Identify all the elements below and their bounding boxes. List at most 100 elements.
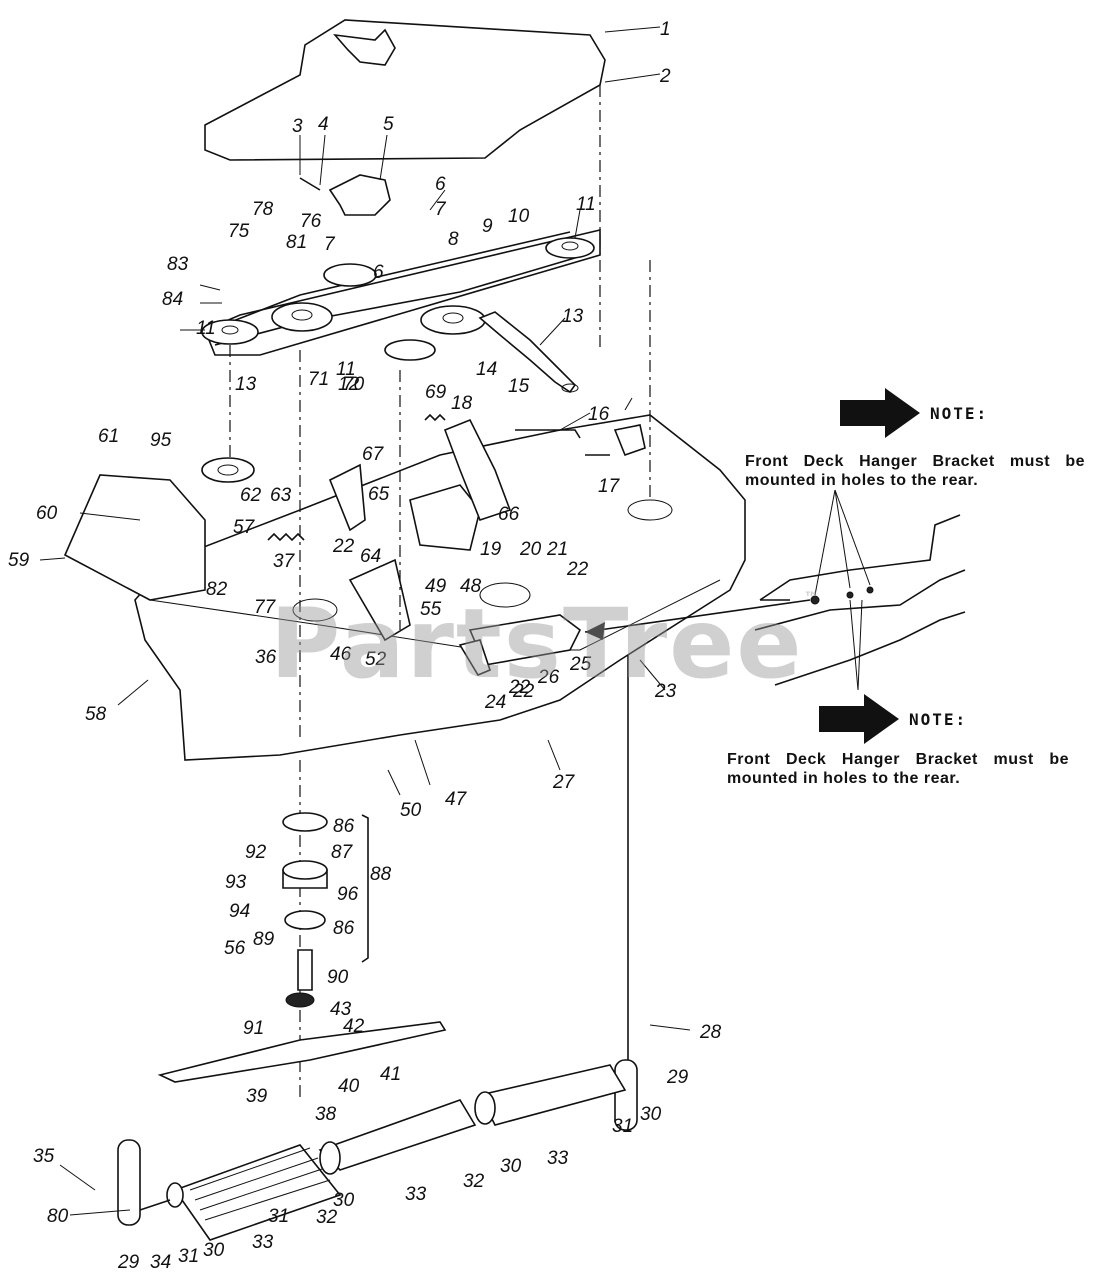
part-number-label: 94 bbox=[229, 901, 250, 922]
part-number-label: 31 bbox=[178, 1246, 199, 1267]
part-number-label: 86 bbox=[333, 816, 355, 837]
part-number-label: 46 bbox=[330, 644, 352, 665]
part-number-label: 30 bbox=[333, 1190, 355, 1211]
part-number-label: 67 bbox=[362, 444, 385, 465]
part-number-label: 33 bbox=[405, 1184, 427, 1205]
part-number-label: 21 bbox=[546, 539, 568, 560]
note-callout-upper: NOTE: Front Deck Hanger Bracket must be … bbox=[745, 388, 1085, 490]
part-number-label: 27 bbox=[552, 772, 576, 793]
part-number-label: 11 bbox=[576, 194, 596, 215]
part-number-label: 42 bbox=[343, 1016, 365, 1037]
part-number-label: 6 bbox=[435, 174, 446, 195]
note-title: NOTE: bbox=[909, 709, 968, 729]
part-number-label: 50 bbox=[400, 800, 422, 821]
part-number-label: 59 bbox=[8, 550, 30, 571]
blade-spindle-assembly bbox=[157, 760, 447, 1100]
part-number-label: 2 bbox=[659, 66, 671, 87]
part-number-label: 87 bbox=[331, 842, 354, 863]
part-number-label: 35 bbox=[33, 1146, 55, 1167]
part-number-label: 47 bbox=[445, 789, 468, 810]
part-number-label: 39 bbox=[246, 1086, 268, 1107]
part-number-label: 82 bbox=[206, 579, 228, 600]
part-number-label: 23 bbox=[654, 681, 677, 702]
part-number-label: 61 bbox=[98, 426, 119, 447]
part-number-label: 31 bbox=[612, 1116, 633, 1137]
hanger-bracket-inset bbox=[584, 489, 966, 691]
part-number-label: 3 bbox=[292, 116, 303, 137]
part-number-label: 77 bbox=[254, 597, 277, 618]
part-number-label: 26 bbox=[537, 667, 560, 688]
part-number-label: 24 bbox=[484, 692, 506, 713]
part-number-label: 66 bbox=[498, 504, 520, 525]
part-number-label: 28 bbox=[699, 1022, 722, 1043]
part-number-label: 71 bbox=[308, 369, 329, 390]
part-number-label: 9 bbox=[482, 216, 493, 237]
part-number-label: 33 bbox=[252, 1232, 274, 1253]
part-number-label: 30 bbox=[500, 1156, 522, 1177]
part-number-label: 57 bbox=[233, 517, 256, 538]
part-number-label: 5 bbox=[383, 114, 394, 135]
part-number-label: 4 bbox=[318, 114, 329, 135]
part-number-label: 81 bbox=[286, 232, 307, 253]
part-number-label: 52 bbox=[365, 649, 387, 670]
part-number-label: 69 bbox=[425, 382, 447, 403]
part-number-label: 1 bbox=[660, 19, 671, 40]
part-number-label: 14 bbox=[476, 359, 497, 380]
part-number-label: 96 bbox=[337, 884, 359, 905]
part-number-label: 88 bbox=[370, 864, 392, 885]
part-number-label: 11 bbox=[336, 359, 356, 380]
part-number-label: 83 bbox=[167, 254, 189, 275]
right-arrow-icon bbox=[840, 388, 920, 438]
part-number-label: 48 bbox=[460, 576, 482, 597]
part-number-label: 10 bbox=[508, 206, 530, 227]
part-number-label: 63 bbox=[270, 485, 292, 506]
part-number-label: 91 bbox=[243, 1018, 264, 1039]
part-number-label: 84 bbox=[162, 289, 183, 310]
part-number-label: 29 bbox=[666, 1067, 689, 1088]
part-number-label: 12 bbox=[338, 374, 360, 395]
part-number-label: 93 bbox=[225, 872, 247, 893]
part-number-label: 22 bbox=[566, 559, 589, 580]
part-number-label: 22 bbox=[332, 536, 355, 557]
part-number-label: 33 bbox=[547, 1148, 569, 1169]
part-number-label: 65 bbox=[368, 484, 390, 505]
note-heading: NOTE: bbox=[840, 388, 1085, 438]
part-number-label: 15 bbox=[508, 376, 530, 397]
belt-cover-shield bbox=[204, 19, 606, 350]
part-number-label: 76 bbox=[300, 211, 322, 232]
note-callout-lower: NOTE: Front Deck Hanger Bracket must be … bbox=[727, 694, 1069, 788]
part-number-label: 37 bbox=[273, 551, 296, 572]
part-number-label: 31 bbox=[268, 1206, 289, 1227]
part-number-label: 49 bbox=[425, 576, 447, 597]
part-number-label: 95 bbox=[150, 430, 172, 451]
part-number-label: 7 bbox=[324, 234, 336, 255]
pulley-bracket-assembly bbox=[201, 174, 601, 394]
roller-knurl bbox=[189, 1147, 331, 1221]
part-number-label: 75 bbox=[228, 221, 250, 242]
part-number-label: 80 bbox=[47, 1206, 69, 1227]
part-number-label: 13 bbox=[562, 306, 584, 327]
part-number-label: 55 bbox=[420, 599, 442, 620]
part-number-label: 17 bbox=[598, 476, 621, 497]
part-number-label: 13 bbox=[235, 374, 257, 395]
part-number-label: 64 bbox=[360, 546, 381, 567]
part-number-label: 36 bbox=[255, 647, 277, 668]
part-number-label: 90 bbox=[327, 967, 349, 988]
note-title: NOTE: bbox=[930, 403, 989, 423]
part-number-label: 92 bbox=[245, 842, 267, 863]
part-number-label: 62 bbox=[240, 485, 262, 506]
leader-lines bbox=[39, 26, 691, 1216]
note-heading: NOTE: bbox=[819, 694, 1069, 744]
part-number-label: 22 bbox=[512, 681, 535, 702]
part-number-label: 89 bbox=[253, 929, 275, 950]
note-text: Front Deck Hanger Bracket must be mounte… bbox=[745, 453, 1085, 489]
part-number-label: 22 bbox=[508, 677, 531, 698]
part-number-label: 30 bbox=[640, 1104, 662, 1125]
part-number-label: 16 bbox=[588, 404, 610, 425]
part-number-label: 78 bbox=[252, 199, 274, 220]
part-number-label: 56 bbox=[224, 938, 246, 959]
right-arrow-icon bbox=[819, 694, 899, 744]
